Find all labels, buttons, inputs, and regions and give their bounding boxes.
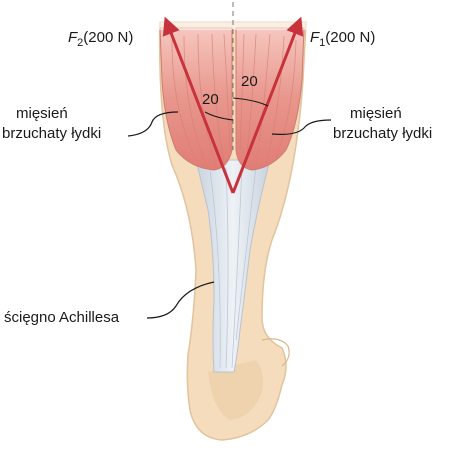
muscle-label-right-line2: brzuchaty łydki [333, 125, 432, 142]
force-label-right: F1(200 N) [310, 29, 375, 49]
angle-label-left: 20 [202, 91, 219, 108]
leader-line-muscle-right [271, 119, 332, 135]
leader-line-tendon [146, 281, 215, 319]
tendon-fibers [209, 165, 257, 369]
angle-arc-right [232, 97, 269, 107]
force-label-left: F2(200 N) [68, 29, 133, 49]
muscle-fibers [171, 33, 297, 167]
tendon-label: ścięgno Achillesa [4, 309, 120, 326]
leader-line-muscle-left [127, 111, 179, 137]
angle-arc-left [204, 111, 234, 121]
top-fade [150, 0, 320, 30]
force-arrow-right [231, 16, 304, 194]
muscle-label-right-line1: mięsień [350, 105, 402, 122]
foot-outline [261, 338, 290, 367]
angle-label-right: 20 [241, 73, 258, 90]
force-arrow-left [162, 16, 235, 194]
muscle-label-left-line2: brzuchaty łydki [2, 125, 101, 142]
muscle-label-left-line1: mięsień [16, 105, 68, 122]
heel-shading [208, 360, 264, 420]
